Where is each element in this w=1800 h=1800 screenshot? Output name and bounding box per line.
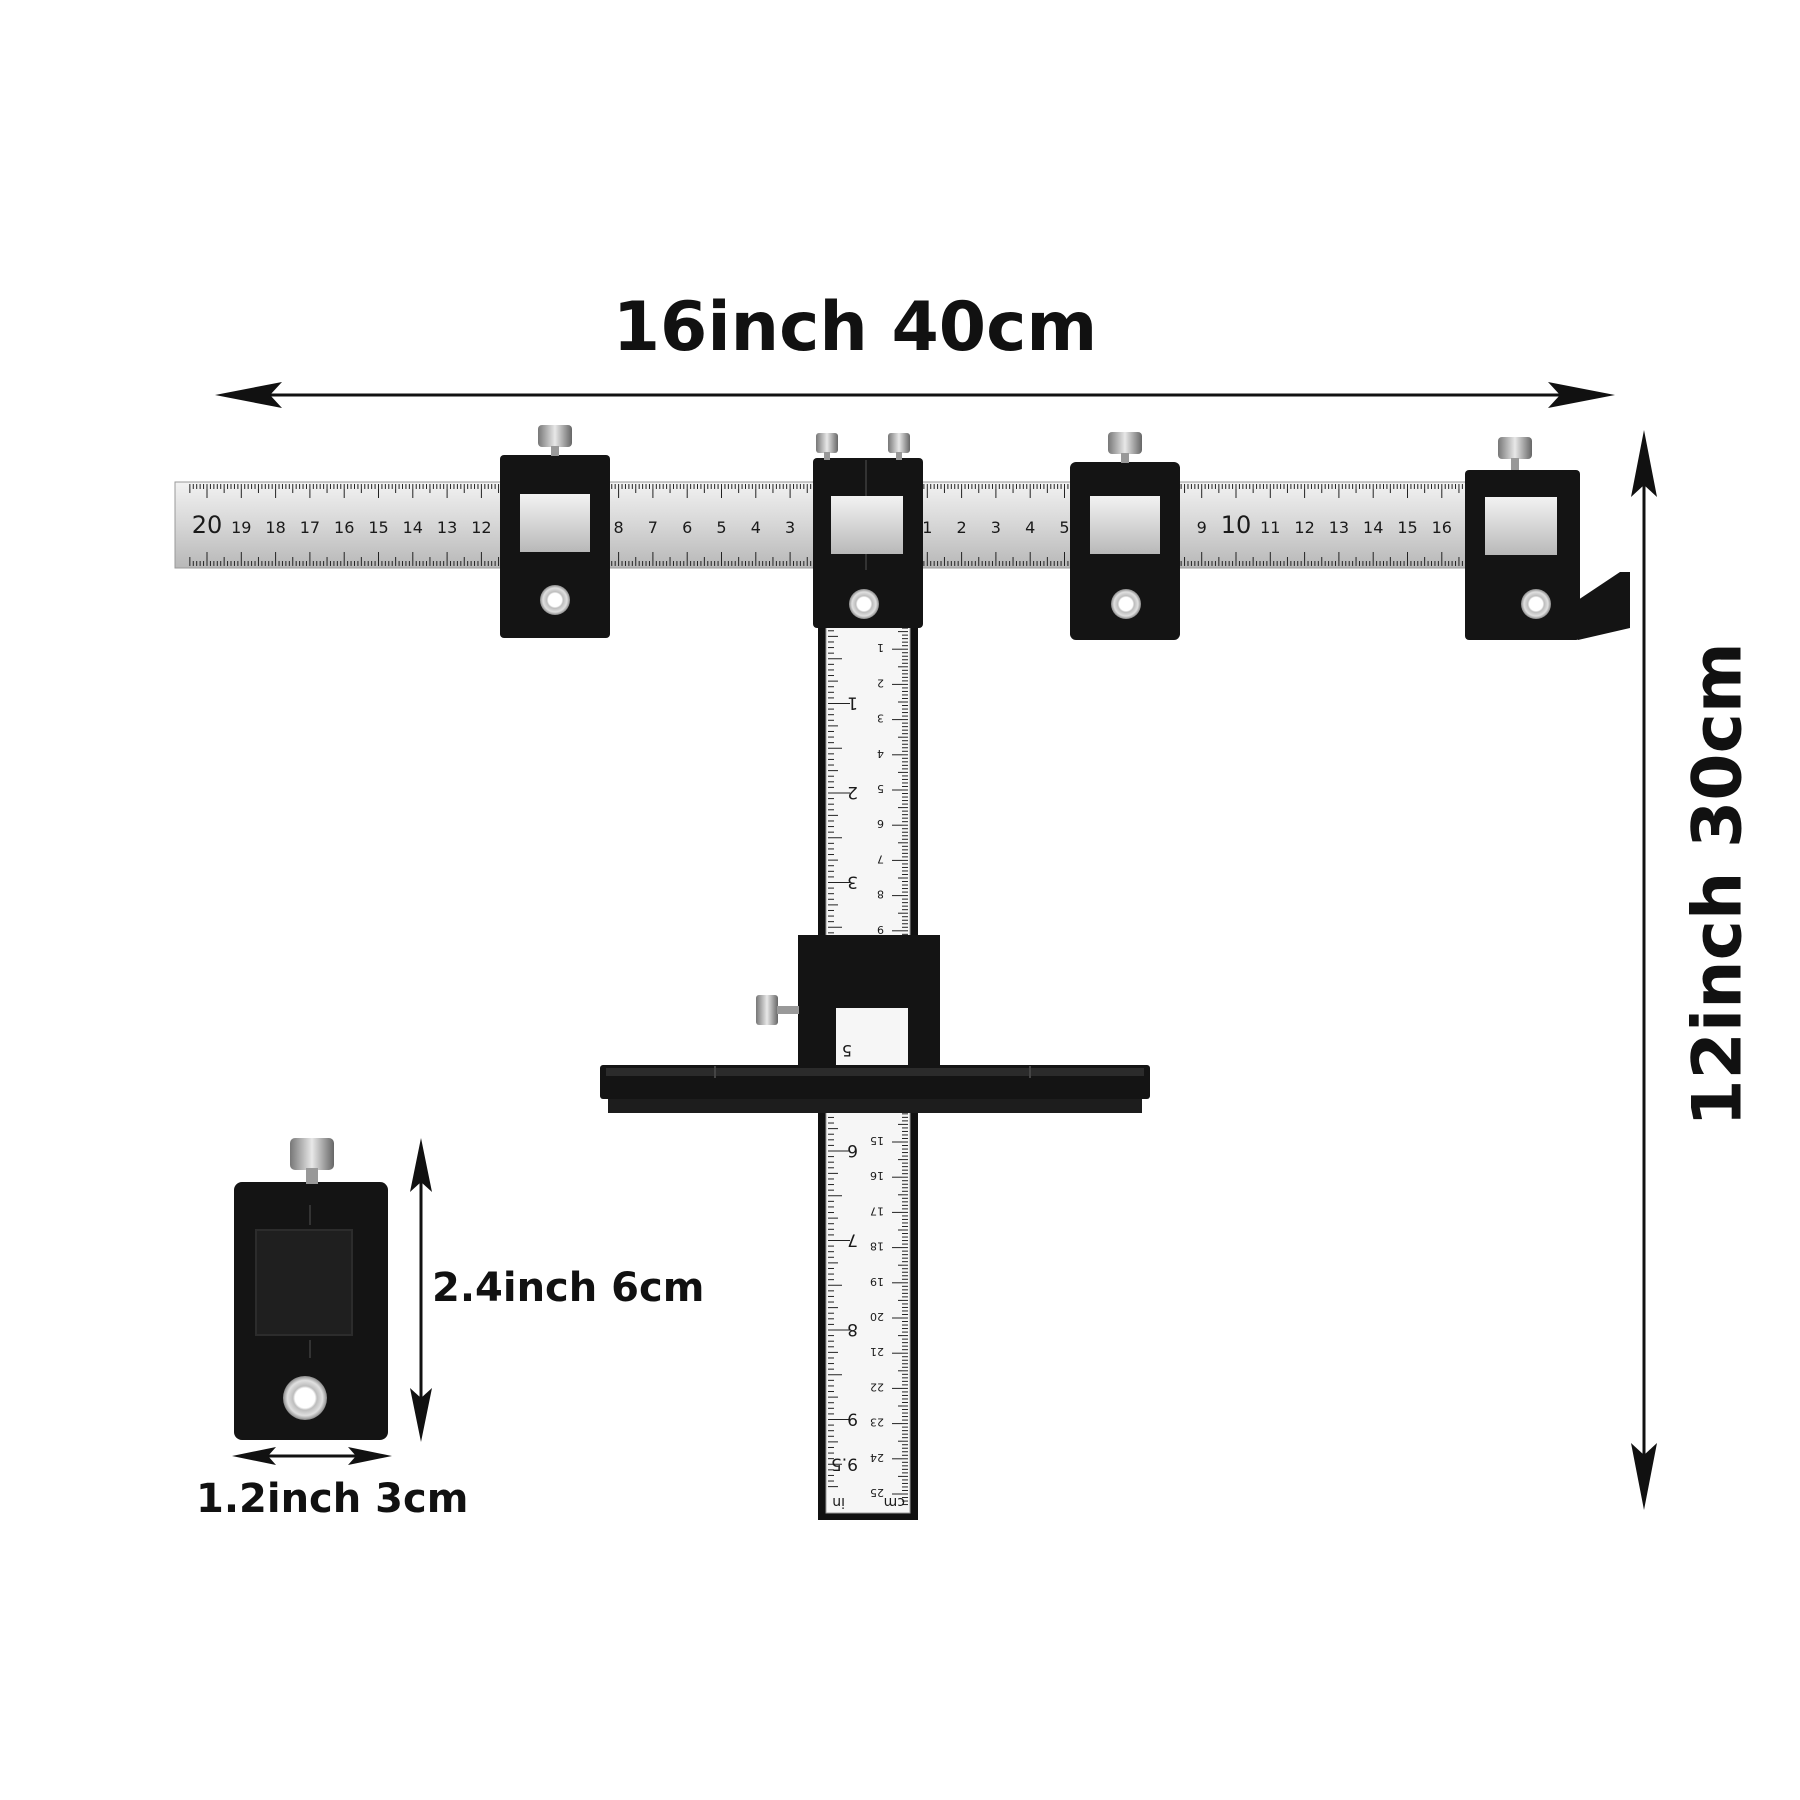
ruler-number: 5 bbox=[716, 518, 726, 537]
clamp-width-arrow bbox=[232, 1447, 392, 1465]
thumb-screw-icon[interactable] bbox=[888, 433, 910, 460]
clamp-height-arrow bbox=[410, 1138, 432, 1442]
drill-hole bbox=[1111, 589, 1141, 619]
ruler-number: 7 bbox=[648, 518, 658, 537]
ruler-number: 1 bbox=[922, 518, 932, 537]
edge-hook bbox=[1578, 572, 1630, 640]
clamp-height-label: 2.4inch 6cm bbox=[432, 1265, 705, 1311]
thumb-screw-icon[interactable] bbox=[756, 995, 799, 1025]
ruler-number: 4 bbox=[751, 518, 761, 537]
sliding-clamp-middle[interactable] bbox=[1070, 432, 1180, 640]
ruler-number: 18 bbox=[870, 1240, 884, 1253]
ruler-number: 3 bbox=[785, 518, 795, 537]
ruler-number: 13 bbox=[1329, 518, 1349, 537]
center-head-clamp[interactable] bbox=[813, 433, 923, 628]
ruler-number: 6 bbox=[847, 1140, 858, 1160]
ruler-number: 6 bbox=[682, 518, 692, 537]
ruler-number: 16 bbox=[334, 518, 354, 537]
ruler-number: 20 bbox=[192, 511, 223, 539]
ruler-number: 12 bbox=[471, 518, 491, 537]
sliding-clamp-right-with-hook[interactable] bbox=[1465, 437, 1630, 640]
ruler-number: 21 bbox=[870, 1345, 884, 1358]
standalone-clamp[interactable] bbox=[234, 1138, 388, 1440]
ruler-number: 8 bbox=[614, 518, 624, 537]
clamp-width-label: 1.2inch 3cm bbox=[196, 1476, 469, 1522]
ruler-number: 17 bbox=[300, 518, 320, 537]
ruler-number: 6 bbox=[877, 817, 884, 830]
height-dimension-arrow bbox=[1631, 430, 1657, 1510]
width-dimension-arrow bbox=[215, 382, 1615, 408]
ruler-number: 19 bbox=[231, 518, 251, 537]
ruler-number: 1 bbox=[847, 693, 858, 713]
horizontal-cross-bar[interactable] bbox=[600, 1065, 1150, 1113]
ruler-number: 19 bbox=[870, 1275, 884, 1288]
ruler-number: 4 bbox=[1025, 518, 1035, 537]
ruler-number: 3 bbox=[847, 872, 858, 892]
vertical-ruler-unit-in: in bbox=[832, 1494, 845, 1510]
ruler-number: 4 bbox=[877, 747, 884, 760]
ruler-number: 5 bbox=[877, 782, 884, 795]
ruler-number: 15 bbox=[1397, 518, 1417, 537]
ruler-number: 11 bbox=[1260, 518, 1280, 537]
ruler-number: 3 bbox=[877, 712, 884, 725]
ruler-number: 3 bbox=[991, 518, 1001, 537]
svg-text:5: 5 bbox=[842, 1041, 852, 1060]
ruler-number: 7 bbox=[847, 1230, 858, 1250]
thumb-screw-icon[interactable] bbox=[816, 433, 838, 460]
ruler-number: 10 bbox=[1221, 511, 1252, 539]
ruler-number: 25 bbox=[870, 1486, 884, 1499]
ruler-number: 2 bbox=[957, 518, 967, 537]
ruler-number: 5 bbox=[1059, 518, 1069, 537]
ruler-number: 15 bbox=[870, 1134, 884, 1147]
center-drill-hole bbox=[849, 589, 879, 619]
ruler-number: 20 bbox=[870, 1310, 884, 1323]
ruler-number: 2 bbox=[847, 782, 858, 802]
vertical-ruler-unit-cm: cm bbox=[884, 1494, 905, 1510]
width-dimension-label: 16inch 40cm bbox=[612, 288, 1098, 367]
vertical-sliding-block[interactable]: 5 bbox=[756, 935, 940, 1070]
ruler-number: 16 bbox=[870, 1169, 884, 1182]
ruler-number: 18 bbox=[265, 518, 285, 537]
ruler-number: 9 bbox=[847, 1409, 858, 1429]
ruler-number: 8 bbox=[877, 888, 884, 901]
ruler-number: 24 bbox=[870, 1451, 884, 1464]
ruler-number: 14 bbox=[1363, 518, 1383, 537]
ruler-number: 8 bbox=[847, 1319, 858, 1339]
drill-hole bbox=[540, 585, 570, 615]
ruler-number: 13 bbox=[437, 518, 457, 537]
ruler-number: 17 bbox=[870, 1204, 884, 1217]
ruler-number: 16 bbox=[1432, 518, 1452, 537]
thumb-screw-icon[interactable] bbox=[1498, 437, 1532, 470]
ruler-number: 12 bbox=[1294, 518, 1314, 537]
ruler-number: 7 bbox=[877, 852, 884, 865]
ruler-number: 14 bbox=[403, 518, 423, 537]
ruler-number: 9 bbox=[1197, 518, 1207, 537]
drill-hole bbox=[1521, 589, 1551, 619]
sliding-clamp-left[interactable] bbox=[500, 425, 610, 638]
ruler-number: 22 bbox=[870, 1380, 884, 1393]
thumb-screw-icon[interactable] bbox=[290, 1138, 334, 1184]
ruler-number: 23 bbox=[870, 1416, 884, 1429]
drill-hole bbox=[283, 1376, 327, 1420]
ruler-number: 15 bbox=[368, 518, 388, 537]
thumb-screw-icon[interactable] bbox=[538, 425, 572, 456]
ruler-number: 9 bbox=[877, 923, 884, 936]
ruler-number: 9.5 bbox=[831, 1453, 858, 1473]
ruler-number: 2 bbox=[877, 676, 884, 689]
thumb-screw-icon[interactable] bbox=[1108, 432, 1142, 463]
ruler-number: 1 bbox=[877, 641, 884, 654]
